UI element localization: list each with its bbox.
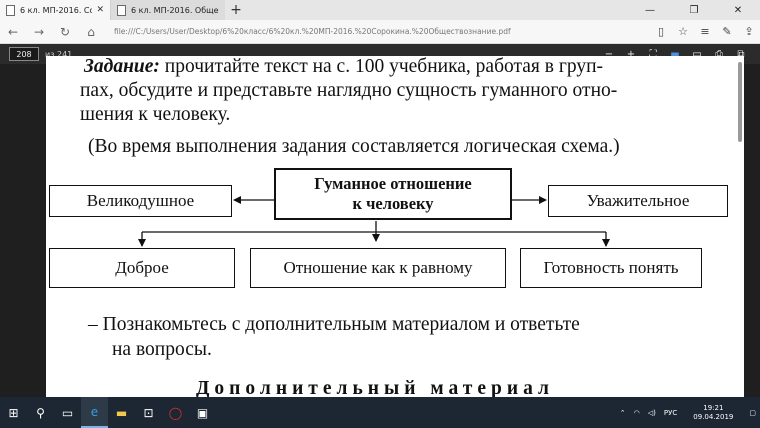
zoom-out-icon[interactable]: −	[604, 48, 614, 60]
diagram-bottom-box-2: Отношение как к равному	[250, 248, 506, 288]
volume-icon[interactable]: ◁)	[647, 408, 656, 417]
clock[interactable]: 19:21 09.04.2019	[693, 403, 734, 421]
section-heading: Дополнительный материал	[196, 378, 554, 399]
pdf-page: Задание: прочитайте текст на с. 100 учеб…	[46, 56, 744, 399]
back-icon[interactable]: ←	[7, 24, 19, 39]
task-line-3: шения к человеку.	[80, 104, 231, 125]
network-icon[interactable]: ◠	[633, 408, 640, 417]
tab-strip: 6 кл. МП-2016. Сороки ✕ 6 кл. МП-2016. О…	[0, 0, 760, 20]
notifications-icon[interactable]: ▢	[749, 408, 756, 417]
system-tray: ⌃ ◠ ◁) РУС 19:21 09.04.2019 ▢	[616, 404, 760, 422]
tab-active[interactable]: 6 кл. МП-2016. Сороки ✕	[0, 0, 110, 20]
fit-page-icon[interactable]: ⛶	[649, 48, 657, 60]
diagram-connectors	[138, 196, 610, 247]
home-icon[interactable]: ⌂	[87, 24, 95, 39]
reading-view-icon[interactable]: ▯	[657, 25, 665, 38]
explorer-window-icon[interactable]: ▣	[196, 405, 209, 420]
instruction-line-2: на вопросы.	[112, 339, 212, 360]
diagram-right-box: Уважительное	[548, 185, 728, 217]
print-icon[interactable]: ⎙	[715, 48, 723, 60]
tab-inactive[interactable]: 6 кл. МП-2016. Обществоз	[110, 0, 225, 20]
task-label: Задание:	[84, 56, 160, 77]
zoom-in-icon[interactable]: +	[626, 48, 636, 60]
save-icon[interactable]: ⧉	[737, 48, 745, 60]
edge-browser-icon[interactable]: e	[81, 397, 108, 428]
diagram-left-box: Великодушное	[49, 185, 232, 217]
vertical-scrollbar[interactable]	[738, 62, 742, 142]
windows-taskbar: ⊞ ⚲ ▭ e ▬ ⊡ ◯ ▣ ⌃ ◠ ◁) РУС 19:21 09.04.2…	[0, 397, 760, 428]
pdf-file-icon	[117, 4, 126, 16]
page-number-input[interactable]: 208	[9, 47, 39, 61]
pdf-file-icon	[6, 4, 15, 16]
share-icon[interactable]: ⇪	[744, 25, 754, 38]
notes-icon[interactable]: ✎	[722, 25, 732, 38]
hub-icon[interactable]: ≡	[700, 25, 710, 38]
note-line: (Во время выполнения задания составляетс…	[88, 136, 620, 157]
instruction-line-1: – Познакомьтесь с дополнительным материа…	[88, 314, 580, 335]
search-icon[interactable]: ⚲	[36, 405, 45, 420]
file-explorer-icon[interactable]: ▬	[115, 405, 128, 420]
task-line-2: пах, обсудите и представьте наглядно сущ…	[80, 80, 618, 101]
store-icon[interactable]: ⊡	[143, 405, 154, 420]
new-tab-button[interactable]: +	[230, 2, 242, 18]
forward-icon[interactable]: →	[33, 24, 45, 39]
read-aloud-icon[interactable]: ▬	[670, 48, 680, 60]
document-viewport[interactable]: Задание: прочитайте текст на с. 100 учеб…	[0, 56, 760, 399]
opera-icon[interactable]: ◯	[168, 405, 183, 420]
address-bar: ← → ↻ ⌂ file:///C:/Users/User/Desktop/6%…	[0, 20, 760, 44]
favorite-star-icon[interactable]: ☆	[678, 25, 688, 38]
task-view-icon[interactable]: ▭	[61, 405, 74, 420]
language-indicator[interactable]: РУС	[663, 408, 678, 417]
diagram-center-box: Гуманное отношение к человеку	[274, 168, 512, 220]
task-line-1: Задание: прочитайте текст на с. 100 учеб…	[84, 56, 604, 77]
refresh-icon[interactable]: ↻	[59, 24, 71, 39]
page-count: из 241	[45, 49, 73, 59]
start-windows-icon[interactable]: ⊞	[8, 405, 19, 420]
close-window-icon[interactable]: ✕	[733, 4, 743, 16]
window-controls: — ❐ ✕	[628, 0, 760, 20]
diagram-bottom-box-3: Готовность понять	[520, 248, 702, 288]
tab-title: 6 кл. МП-2016. Сороки	[20, 5, 93, 15]
diagram-bottom-box-1: Доброе	[49, 248, 235, 288]
minimize-icon[interactable]: —	[645, 4, 655, 16]
maximize-icon[interactable]: ❐	[689, 4, 699, 16]
draw-icon[interactable]: ▭	[692, 48, 702, 60]
close-tab-icon[interactable]: ✕	[96, 5, 104, 15]
tab-title: 6 кл. МП-2016. Обществоз	[131, 5, 219, 15]
show-hidden-icons-icon[interactable]: ⌃	[619, 408, 626, 417]
url-field[interactable]: file:///C:/Users/User/Desktop/6%20класс/…	[114, 27, 511, 36]
